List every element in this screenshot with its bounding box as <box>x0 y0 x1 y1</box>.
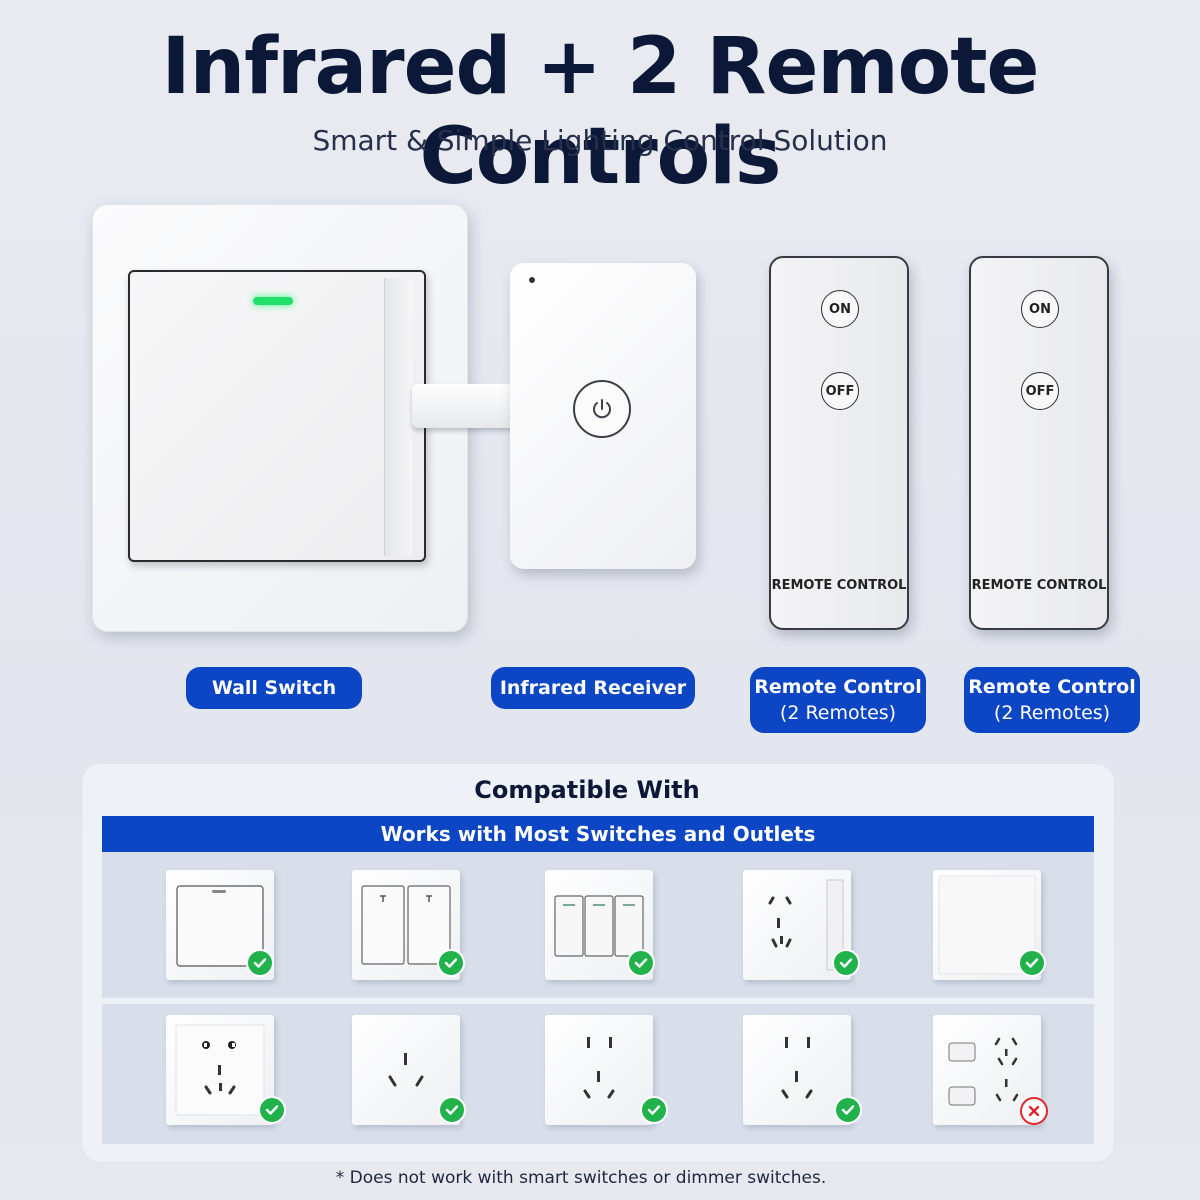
check-icon <box>438 1096 466 1124</box>
remote-body-label: REMOTE CONTROL <box>971 578 1107 593</box>
label-remote-sub: (2 Remotes) <box>993 702 1111 724</box>
compatibility-banner-text: Works with Most Switches and Outlets <box>380 822 816 846</box>
switch-led-indicator <box>253 297 293 305</box>
check-icon <box>437 949 465 977</box>
check-icon <box>246 949 274 977</box>
remote-off-button[interactable]: OFF <box>1021 372 1059 410</box>
ir-sensor-dot <box>529 277 535 283</box>
check-icon <box>640 1096 668 1124</box>
check-icon <box>627 949 655 977</box>
page-title: Infrared + 2 Remote Controls <box>161 22 1040 202</box>
footnote: * Does not work with smart switches or d… <box>335 1168 827 1188</box>
compatibility-banner: Works with Most Switches and Outlets <box>102 816 1094 852</box>
remote-body-label: REMOTE CONTROL <box>771 578 907 593</box>
label-remote-title: Remote Control <box>968 676 1136 698</box>
label-infrared-receiver-text: Infrared Receiver <box>499 677 687 699</box>
check-icon <box>1018 949 1046 977</box>
page-subtitle: Smart & Simple Lighting Control Solution <box>312 124 888 157</box>
us-outlet-icon <box>545 1015 653 1125</box>
remote-control-1: ON OFF REMOTE CONTROL <box>769 256 909 630</box>
check-icon <box>834 1096 862 1124</box>
power-icon <box>593 399 611 419</box>
five-hole-outlet-icon <box>166 1015 274 1125</box>
label-wall-switch: Wall Switch <box>186 667 362 709</box>
us-outlet-icon <box>743 1015 851 1125</box>
label-remote-control-1: Remote Control (2 Remotes) <box>750 667 926 733</box>
wall-switch-rocker-edge <box>384 278 412 556</box>
label-infrared-receiver: Infrared Receiver <box>491 667 695 709</box>
check-icon <box>258 1096 286 1124</box>
remote-on-button[interactable]: ON <box>1021 290 1059 328</box>
check-icon <box>832 949 860 977</box>
remote-off-button[interactable]: OFF <box>821 372 859 410</box>
remote-control-2: ON OFF REMOTE CONTROL <box>969 256 1109 630</box>
label-remote-title: Remote Control <box>754 676 922 698</box>
wall-switch-rocker <box>128 270 426 562</box>
receiver-push-arm <box>412 384 522 428</box>
receiver-power-button[interactable] <box>573 380 631 438</box>
label-remote-control-2: Remote Control (2 Remotes) <box>964 667 1140 733</box>
label-remote-sub: (2 Remotes) <box>779 702 897 724</box>
cross-icon <box>1020 1097 1048 1125</box>
remote-on-button[interactable]: ON <box>821 290 859 328</box>
label-wall-switch-text: Wall Switch <box>211 677 337 699</box>
compatibility-title: Compatible With <box>474 776 700 804</box>
